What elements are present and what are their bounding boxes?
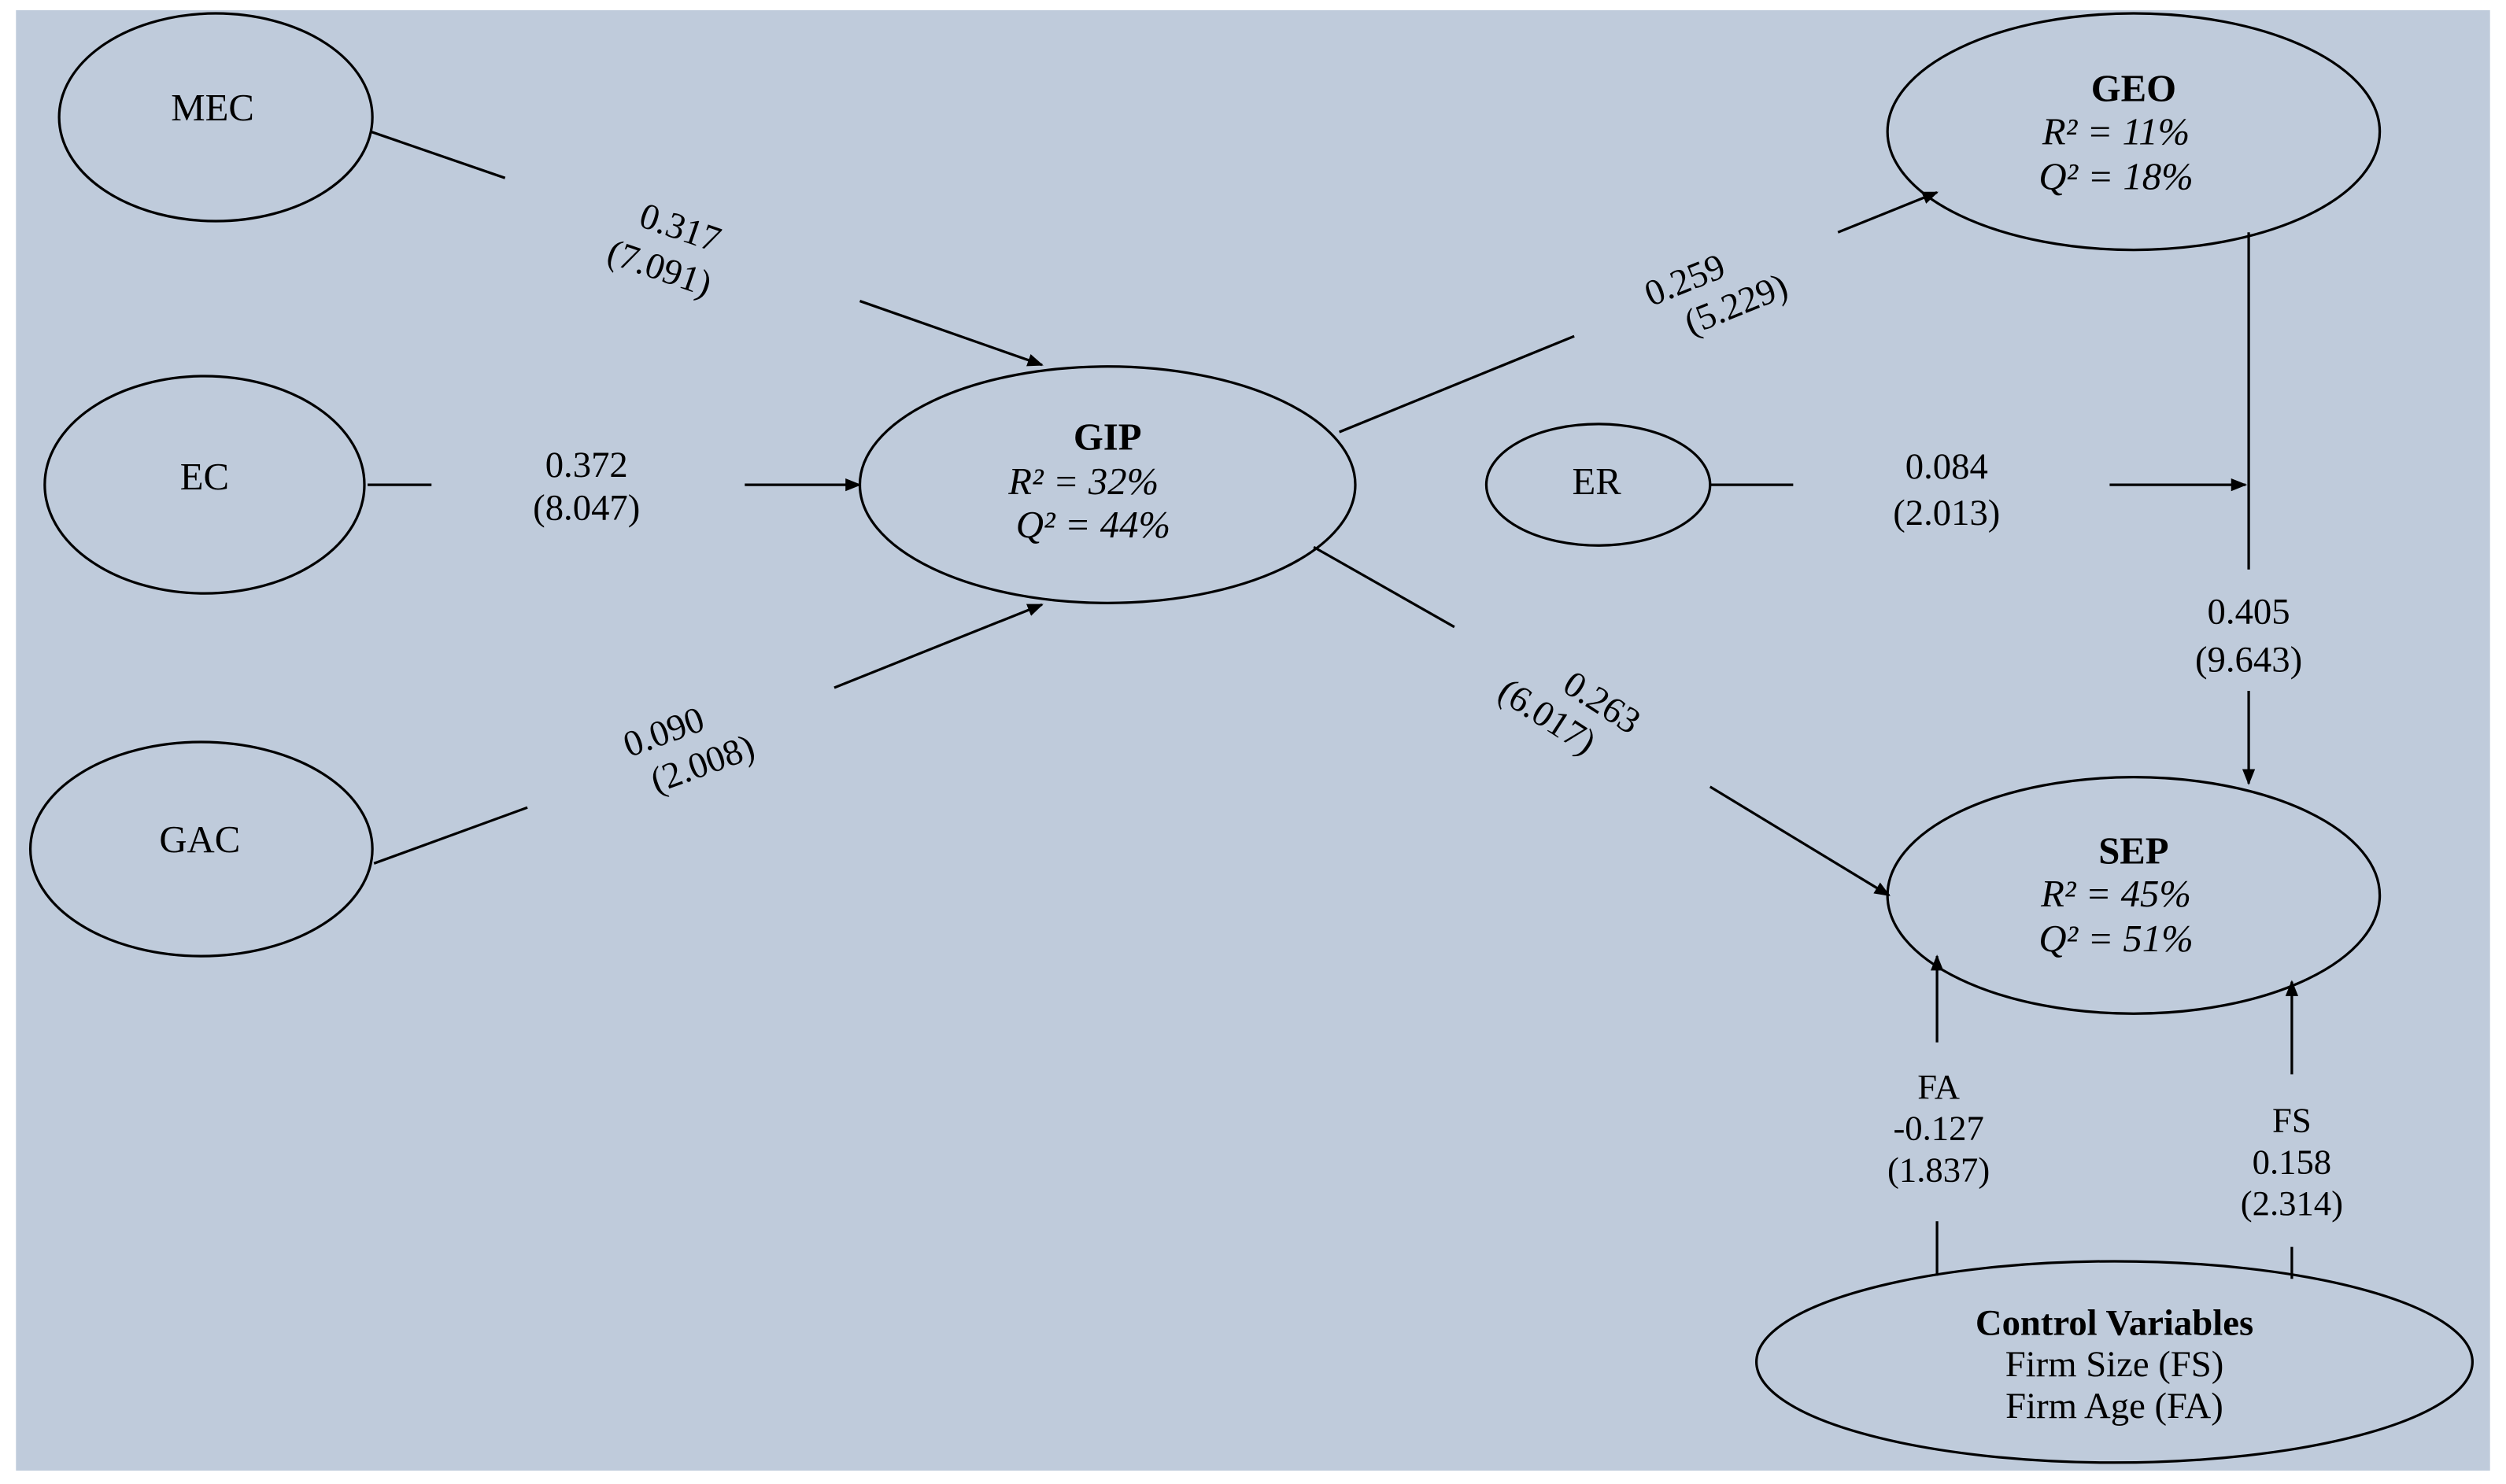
path-fs-coef: 0.158 [2253,1142,2331,1181]
node-mec [57,12,374,223]
path-ec-gip-t: (8.047) [533,488,640,529]
path-fa-name: FA [1917,1067,1960,1106]
node-gac-label: GAC [159,818,240,861]
node-geo-r2: R² = 11% [2042,111,2190,153]
node-geo [1886,12,2382,252]
path-fs-t: (2.314) [2241,1183,2343,1223]
node-er-label: ER [1572,460,1621,503]
node-ec-label: EC [180,456,229,498]
node-sep-label: SEP [2098,829,2168,872]
path-fa-coef: -0.127 [1893,1109,1983,1148]
node-sep [1886,776,2382,1015]
node-er [1484,423,1712,547]
edge-gac-gip-arrow [833,603,1044,689]
node-sep-r2: R² = 45% [2040,873,2191,915]
path-er-coef: 0.084 [1905,446,1988,487]
node-control-line2: Firm Age (FA) [2005,1386,2223,1427]
edge-mec-gip-arrow [859,300,1044,367]
diagram-panel [16,9,2490,1471]
edge-gac-gip-start [373,806,528,865]
edge-gip-geo-start [1339,334,1575,434]
node-ec [43,375,366,595]
node-mec-label: MEC [171,87,254,129]
edge-gip-geo-arrow [1837,190,1939,234]
path-fa-t: (1.837) [1887,1150,1990,1189]
node-gac [28,740,374,958]
node-gip-q2: Q² = 44% [1016,504,1170,546]
edge-gip-sep-arrow [1709,785,1891,897]
path-er-t: (2.013) [1893,493,2000,533]
path-geo-sep-coef: 0.405 [2208,592,2290,633]
node-control-title: Control Variables [1976,1302,2253,1343]
path-fs-name: FS [2272,1100,2312,1139]
path-geo-sep-t: (9.643) [2195,640,2302,681]
edge-gip-sep-start [1313,545,1455,629]
path-ec-gip-coef: 0.372 [545,445,628,485]
node-sep-q2: Q² = 51% [2038,917,2193,960]
edge-mec-gip-start [370,130,506,179]
node-geo-q2: Q² = 18% [2038,155,2193,197]
node-gip [858,365,1357,604]
node-control-line1: Firm Size (FS) [2005,1344,2224,1385]
node-gip-label: GIP [1074,415,1142,458]
node-gip-r2: R² = 32% [1007,460,1159,503]
node-control-variables [1755,1260,2474,1464]
node-geo-label: GEO [2091,68,2176,110]
